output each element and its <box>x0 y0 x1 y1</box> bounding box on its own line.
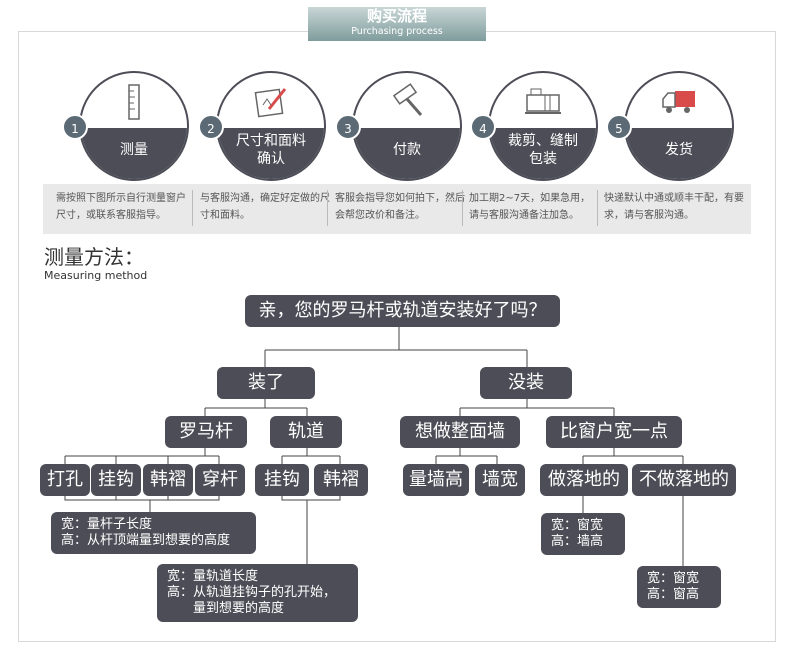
step-4-description: 加工期2~7天，如果急用，请与客服沟通备注加急。 <box>469 193 591 221</box>
step-description-band <box>43 184 751 234</box>
track-hook-node: 挂钩 <box>255 464 309 496</box>
ruler-icon <box>128 84 140 120</box>
floor-measure-note: 宽：窗宽高：墙高 <box>541 513 625 555</box>
wall-width-node: 墙宽 <box>475 464 525 496</box>
rod-measure-note: 宽：量杆子长度高：从杆顶端量到想要的高度 <box>51 512 256 554</box>
step-5-label: 发货 <box>665 142 693 158</box>
step-1-description: 需按照下图所示自行测量窗户尺寸，或联系客服指导。 <box>56 193 186 221</box>
step-4-label: 裁剪、缝制包装 <box>508 133 578 167</box>
measuring-method-subtitle: Measuring method <box>44 269 148 282</box>
step-5-number: 5 <box>606 114 632 140</box>
measuring-method-title: 测量方法： <box>44 245 144 269</box>
delivery-truck-icon <box>662 91 695 113</box>
edit-icon <box>254 88 287 118</box>
step-separator <box>192 190 193 226</box>
step-2-label: 尺寸和面料确认 <box>236 133 306 167</box>
step-separator <box>597 190 598 226</box>
step-3-circle: 付款 <box>352 71 462 181</box>
step-separator <box>327 190 328 226</box>
sewing-machine-icon <box>525 88 561 114</box>
step-2-circle: 尺寸和面料确认 <box>216 71 326 181</box>
purchase-process-banner: 购买流程 Purchasing process <box>308 7 486 41</box>
installed-node: 装了 <box>217 367 315 399</box>
banner-subtitle: Purchasing process <box>351 26 443 37</box>
step-4-number: 4 <box>470 114 496 140</box>
step-1-label: 测量 <box>120 142 148 158</box>
rod-pleat-node: 韩褶 <box>143 464 193 496</box>
track-node: 轨道 <box>270 416 342 448</box>
root-question-node: 亲，您的罗马杆或轨道安装好了吗？ <box>245 295 560 327</box>
step-2-description: 与客服沟通，确定好定做的尺寸和面料。 <box>200 193 330 221</box>
rod-punch-node: 打孔 <box>40 464 90 496</box>
not-installed-node: 没装 <box>480 367 572 399</box>
step-2-number: 2 <box>198 114 224 140</box>
roman-rod-node: 罗马杆 <box>165 416 247 448</box>
track-measure-note: 宽：量轨道长度高：从轨道挂钩子的孔开始， 量到想要的高度 <box>157 564 358 622</box>
full-wall-node: 想做整面墙 <box>400 416 520 448</box>
step-3-label: 付款 <box>393 142 421 158</box>
track-pleat-node: 韩褶 <box>314 464 368 496</box>
banner-title: 购买流程 <box>366 7 427 25</box>
non-floor-length-node: 不做落地的 <box>632 464 736 496</box>
step-4-circle: 裁剪、缝制包装 <box>488 71 598 181</box>
step-5-description: 快递默认中通或顺丰干配，有要求，请与客服沟通。 <box>604 193 744 221</box>
gavel-icon <box>392 83 423 116</box>
step-3-description: 客服会指导您如何拍下，然后会帮您改价和备注。 <box>335 193 465 221</box>
step-5-circle: 发货 <box>624 71 734 181</box>
floor-length-node: 做落地的 <box>540 464 628 496</box>
wider-than-window-node: 比窗户宽一点 <box>546 416 682 448</box>
rod-through-node: 穿杆 <box>195 464 245 496</box>
wall-height-node: 量墙高 <box>403 464 469 496</box>
step-3-number: 3 <box>335 114 361 140</box>
step-separator <box>462 190 463 226</box>
step-1-number: 1 <box>62 114 88 140</box>
non-floor-measure-note: 宽：窗宽高：窗高 <box>637 566 721 608</box>
rod-hook-node: 挂钩 <box>91 464 141 496</box>
